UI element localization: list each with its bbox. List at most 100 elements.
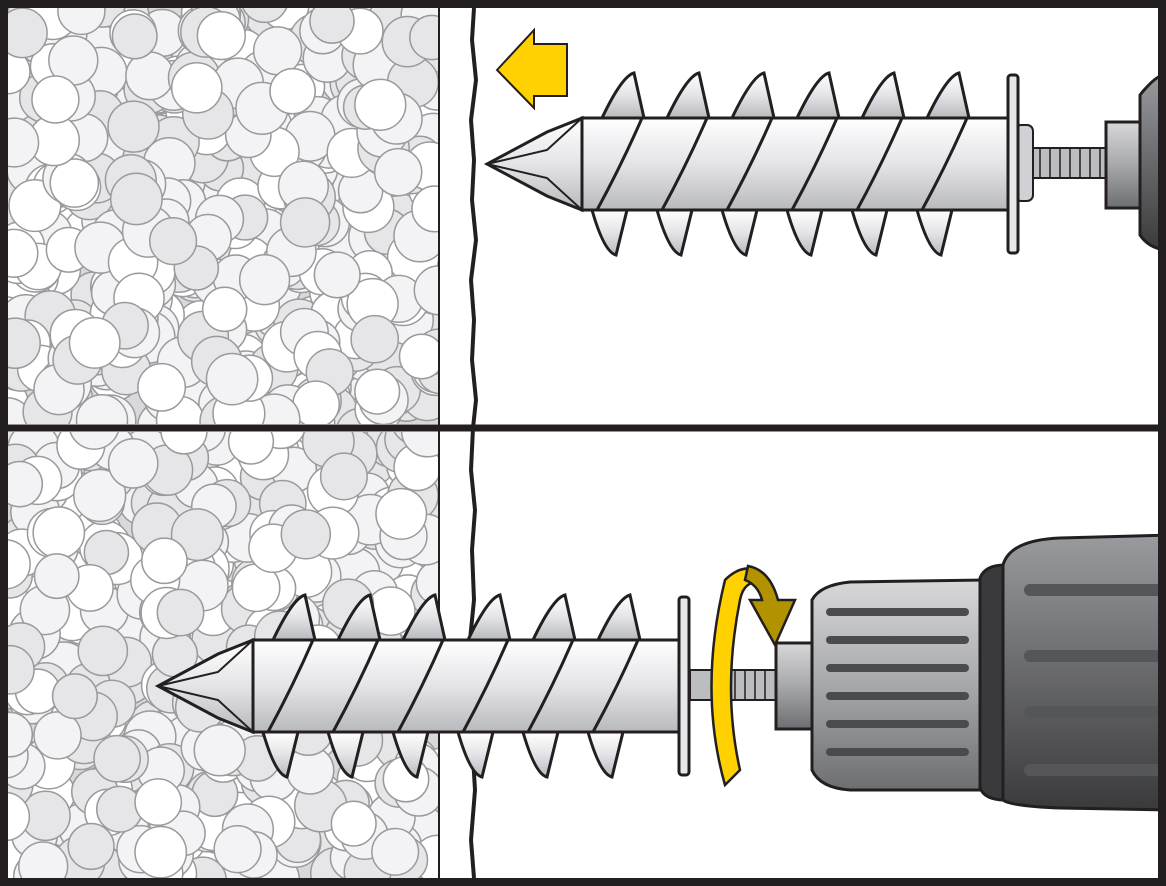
insulation-bead bbox=[170, 508, 224, 562]
insulation-bead bbox=[134, 825, 188, 878]
anchor-thread bbox=[850, 209, 889, 257]
anchor-thread bbox=[596, 593, 642, 641]
insulation-bead bbox=[227, 432, 275, 465]
anchor-tip-facet bbox=[486, 117, 583, 211]
anchor-body bbox=[251, 638, 685, 734]
insulation-bead bbox=[134, 778, 183, 827]
insulation-bead bbox=[375, 487, 428, 540]
drill-chuck-top bbox=[1104, 75, 1158, 250]
anchor-thread-line bbox=[855, 117, 904, 211]
insulation-bead bbox=[411, 185, 438, 233]
insulation-bead bbox=[57, 8, 106, 36]
anchor-thread-line bbox=[725, 117, 774, 211]
insulation-bead bbox=[75, 394, 129, 424]
anchor-thread bbox=[271, 593, 317, 641]
anchor-thread-line bbox=[920, 117, 969, 211]
insulation-bead bbox=[8, 8, 48, 59]
anchor-thread bbox=[590, 209, 629, 257]
insulation-bead bbox=[107, 100, 160, 153]
anchor-flange bbox=[1006, 73, 1020, 255]
insulation-bead bbox=[8, 48, 31, 95]
insulation-bead bbox=[67, 822, 115, 871]
insulation-bead bbox=[107, 438, 159, 489]
insulation-bead bbox=[201, 286, 248, 333]
insulation-bead bbox=[141, 537, 188, 585]
anchor-thread bbox=[326, 731, 365, 779]
insulation-bead bbox=[279, 197, 331, 248]
anchor-thread bbox=[600, 71, 646, 119]
anchor-flange bbox=[677, 595, 691, 777]
insulation-bead bbox=[252, 26, 303, 76]
insulation-bead bbox=[8, 539, 31, 590]
drywall-anchor-bottom bbox=[154, 593, 691, 779]
insulation-bead bbox=[68, 316, 121, 369]
anchor-thread bbox=[586, 731, 625, 779]
anchor-thread bbox=[860, 71, 906, 119]
insulation-bead bbox=[8, 460, 44, 508]
insulation-bead bbox=[371, 827, 420, 876]
anchor-thread-line bbox=[331, 639, 380, 733]
anchor-thread-line bbox=[591, 639, 640, 733]
insulation-bead bbox=[238, 254, 291, 306]
insulation-bead bbox=[242, 8, 288, 24]
anchor-thread bbox=[391, 731, 430, 779]
anchor-thread bbox=[925, 71, 971, 119]
drill bbox=[774, 533, 1158, 812]
anchor-thread bbox=[521, 731, 560, 779]
anchor-body bbox=[580, 116, 1014, 212]
anchor-thread-line bbox=[266, 639, 315, 733]
insulation-bead bbox=[109, 172, 163, 226]
anchor-thread-line bbox=[595, 117, 644, 211]
insulation-bead bbox=[413, 265, 438, 316]
push-left-arrow-icon bbox=[495, 27, 568, 111]
anchor-thread-line bbox=[660, 117, 709, 211]
insulation-bead bbox=[309, 8, 355, 44]
drywall-anchor-top bbox=[483, 71, 1020, 257]
rotate-clockwise-arrow-icon bbox=[710, 564, 797, 788]
anchor-thread bbox=[665, 71, 711, 119]
insulation-bead bbox=[8, 644, 35, 695]
insulation-bead bbox=[8, 317, 41, 370]
insulation-bead bbox=[8, 117, 40, 168]
insulation-bead bbox=[330, 800, 377, 847]
insulation-bead bbox=[8, 791, 31, 842]
anchor-thread-line bbox=[790, 117, 839, 211]
insulation-bead bbox=[8, 711, 34, 758]
anchor-thread bbox=[261, 731, 300, 779]
drywall-edge-top bbox=[468, 7, 479, 429]
insulation-bead bbox=[137, 362, 187, 412]
screw-bottom bbox=[689, 669, 786, 701]
insulation-bead bbox=[49, 158, 100, 208]
anchor-tip-facet bbox=[157, 639, 254, 733]
anchor-thread bbox=[456, 731, 495, 779]
insulation-top bbox=[8, 8, 438, 424]
insulation-bead bbox=[269, 67, 316, 115]
anchor-thread bbox=[730, 71, 776, 119]
insulation-bead bbox=[400, 432, 438, 458]
anchor-thread bbox=[336, 593, 382, 641]
insulation-bead bbox=[156, 588, 205, 637]
insulation-bead bbox=[398, 333, 438, 380]
insulation-bead bbox=[111, 13, 158, 60]
insulation-bead bbox=[319, 452, 368, 501]
insulation-bead bbox=[213, 825, 262, 874]
insulation-bead bbox=[373, 147, 423, 197]
insulation-bead bbox=[409, 14, 438, 61]
anchor-thread bbox=[785, 209, 824, 257]
anchor-thread bbox=[795, 71, 841, 119]
insulation-bead bbox=[18, 841, 69, 878]
insulation-bead bbox=[280, 509, 332, 560]
insulation-bead bbox=[73, 468, 127, 523]
insulation-bead bbox=[32, 506, 86, 560]
insulation-bead bbox=[205, 352, 259, 406]
insulation-bead bbox=[8, 228, 39, 278]
insulation-bead bbox=[51, 673, 98, 720]
insulation-bead bbox=[415, 560, 438, 606]
insulation-bead bbox=[77, 625, 129, 677]
insulation-bead bbox=[354, 78, 407, 131]
anchor-thread bbox=[531, 593, 577, 641]
insulation-bead bbox=[350, 314, 400, 364]
insulation-bead bbox=[193, 724, 246, 777]
